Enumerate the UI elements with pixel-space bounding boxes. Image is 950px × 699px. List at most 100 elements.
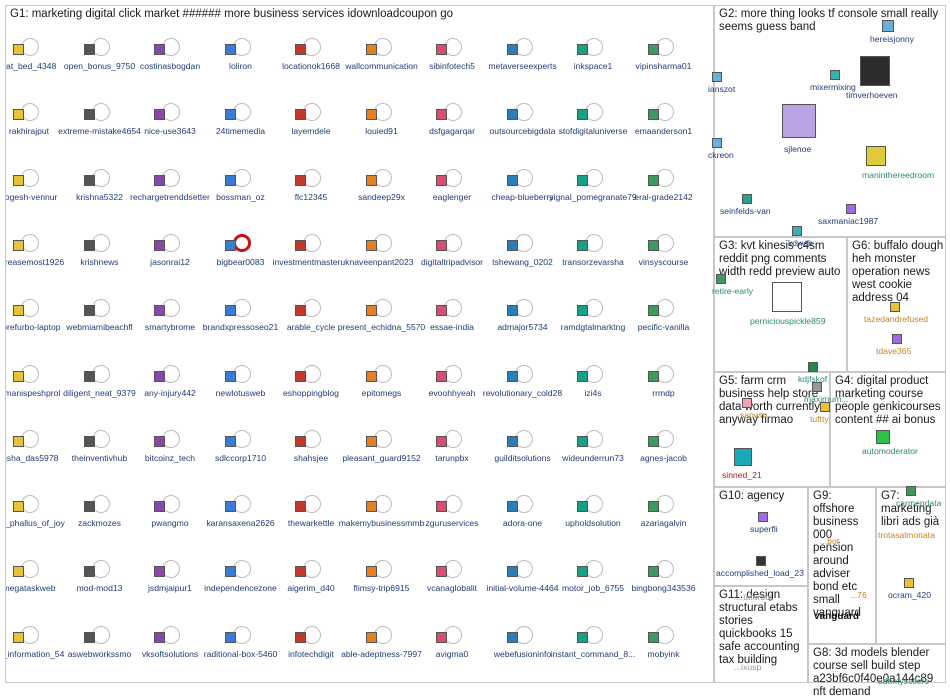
node-g1[interactable]: admajor5734 (468, 295, 578, 337)
node-g1[interactable]: eaglenger (397, 165, 507, 207)
node-g1[interactable]: revolutionary_cold28 (468, 361, 578, 403)
node-g1[interactable]: eral-grade2142 (609, 165, 714, 207)
node-g1[interactable]: wideunderrun73 (538, 426, 648, 468)
node-g1[interactable]: krishna5322 (45, 165, 155, 207)
node-g1[interactable]: costinasbogdan (115, 34, 225, 76)
node-g1[interactable]: jasonrai12 (115, 230, 225, 272)
node-g1[interactable]: theinventivhub (45, 426, 155, 468)
node-g1[interactable]: yogesh-vennur (6, 165, 84, 207)
node-g1[interactable]: investmentmasteruk (256, 230, 366, 272)
node-g1[interactable]: guilditsolutions (468, 426, 578, 468)
node-g1[interactable]: smartybrome (115, 295, 225, 337)
node-g1[interactable]: loliron (186, 34, 296, 76)
node-g1[interactable]: naveenpant2023 (327, 230, 437, 272)
node-g1[interactable]: present_echidna_5570 (327, 295, 437, 337)
node-g1[interactable]: evoohhyeah (397, 361, 507, 403)
node-g1[interactable]: essae-india (397, 295, 507, 337)
node-g1[interactable]: diligent_neat_9379 (45, 361, 155, 403)
node-g1[interactable]: vinsyscourse (609, 230, 714, 272)
node-g1[interactable]: aigerim_d40 (256, 556, 366, 598)
node-g1[interactable]: avigma0 (397, 622, 507, 664)
node-g1[interactable]: mod-mod13 (45, 556, 155, 598)
node-g1[interactable]: open_bonus_9750 (45, 34, 155, 76)
node-g1[interactable]: wallcommunication (327, 34, 437, 76)
node-g1[interactable]: nice-use3643 (115, 99, 225, 141)
node-g1[interactable]: able-adeptness-7997 (327, 622, 437, 664)
node-g1[interactable]: rrmdp (609, 361, 714, 403)
node-g1[interactable]: ramdgtalmarktng (538, 295, 648, 337)
node-g1[interactable]: zguruservices (397, 491, 507, 533)
node-g1[interactable]: outsourcebigdata (468, 99, 578, 141)
node-g1[interactable]: rechargetrenddsetter (115, 165, 225, 207)
node-g1[interactable]: thewarkettle (256, 491, 366, 533)
node-g1[interactable]: increasemost1926 (6, 230, 84, 272)
node-g1[interactable]: bitcoinz_tech (115, 426, 225, 468)
node-g1[interactable]: infotechdigit (256, 622, 366, 664)
node-g1[interactable]: krishnews (45, 230, 155, 272)
node-g1[interactable]: emaanderson1 (609, 99, 714, 141)
node-g1[interactable]: stofdigitaluniverse (538, 99, 648, 141)
node-g1[interactable]: megataskweb (6, 556, 84, 598)
node-g1[interactable]: tarunpbx (397, 426, 507, 468)
node-g1[interactable]: webefusioninfo (468, 622, 578, 664)
node-g1[interactable]: sdlccorp1710 (186, 426, 296, 468)
node-g1[interactable]: cheap-blueberry (468, 165, 578, 207)
node-g1[interactable]: sibinfotech5 (397, 34, 507, 76)
node-g1[interactable]: vipinsharma01 (609, 34, 714, 76)
node-g1[interactable]: tshewang_0202 (468, 230, 578, 272)
node-g1[interactable]: initial-volume-4464 (468, 556, 578, 598)
node-g1[interactable]: sandeep29x (327, 165, 437, 207)
node-g1[interactable]: zackmozes (45, 491, 155, 533)
node-g1[interactable]: locationok1668 (256, 34, 366, 76)
node-g1[interactable]: vcanaglobalit (397, 556, 507, 598)
node-g1[interactable]: digitaltripadvisor (397, 230, 507, 272)
node-g1[interactable]: upholdsolution (538, 491, 648, 533)
node-g1[interactable]: raditional-box-5460 (186, 622, 296, 664)
node-g1[interactable]: instant_command_8... (538, 622, 648, 664)
node-g1[interactable]: jamanispeshprol (6, 361, 84, 403)
node-g1[interactable]: flimsy-trip6915 (327, 556, 437, 598)
node-g1[interactable]: brandxpressoseo21 (186, 295, 296, 337)
node-g1[interactable]: independencezone (186, 556, 296, 598)
node-g1[interactable]: motor_job_6755 (538, 556, 648, 598)
node-g1[interactable]: karansaxena2626 (186, 491, 296, 533)
node-g1[interactable]: layemdele (256, 99, 366, 141)
node-g1[interactable]: vksoftsolutions (115, 622, 225, 664)
node-g1[interactable]: extreme-mistake4654 (45, 99, 155, 141)
node-g1[interactable]: webmiamibeachfl (45, 295, 155, 337)
node-g1[interactable]: the_phallus_of_joy (6, 491, 84, 533)
node-g1[interactable]: epitomegs (327, 361, 437, 403)
node-g1[interactable]: bossman_oz (186, 165, 296, 207)
node-g1[interactable]: pleasant_guard9152 (327, 426, 437, 468)
node-g1[interactable]: louied91 (327, 99, 437, 141)
node-g1[interactable]: pwangmo (115, 491, 225, 533)
node-g1[interactable]: aswebworkssmo (45, 622, 155, 664)
node-g1[interactable]: makemybusinessmmb (327, 491, 437, 533)
node-g1[interactable]: shahsjee (256, 426, 366, 468)
node-g1[interactable]: eshoppingblog (256, 361, 366, 403)
node-g1[interactable]: mobyink (609, 622, 714, 664)
node-g1[interactable]: trisha_das5978 (6, 426, 84, 468)
node-g1[interactable]: transorzevarsha (538, 230, 648, 272)
node-g1[interactable]: arable_cycle (256, 295, 366, 337)
node-g1[interactable]: gorefurbo-laptop (6, 295, 84, 337)
node-g1[interactable]: signal_pomegranate79 (538, 165, 648, 207)
node-g1[interactable]: adora-one (468, 491, 578, 533)
node-g1[interactable]: dsfgagarqar (397, 99, 507, 141)
node-g1[interactable]: pecific-vanilla (609, 295, 714, 337)
node-g1[interactable]: jsdmjaipur1 (115, 556, 225, 598)
node-g1[interactable]: flat_bed_4348 (6, 34, 84, 76)
node-g1[interactable]: agnes-jacob (609, 426, 714, 468)
node-g1[interactable]: bingbong343536 (609, 556, 714, 598)
node-g1[interactable]: azariagalvin (609, 491, 714, 533)
node-g1[interactable]: metaverseexperts (468, 34, 578, 76)
node-g1[interactable]: bigbear0083 (186, 230, 296, 272)
node-g1[interactable]: 24timemedia (186, 99, 296, 141)
node-g1[interactable]: inkspace1 (538, 34, 648, 76)
node-g1[interactable]: any-injury442 (115, 361, 225, 403)
node-g1[interactable]: ok_information_54 (6, 622, 84, 664)
node-g1[interactable]: newlotusweb (186, 361, 296, 403)
node-g1[interactable]: rakhirajput (6, 99, 84, 141)
node-g1[interactable]: flc12345 (256, 165, 366, 207)
node-g1[interactable]: izi4s (538, 361, 648, 403)
